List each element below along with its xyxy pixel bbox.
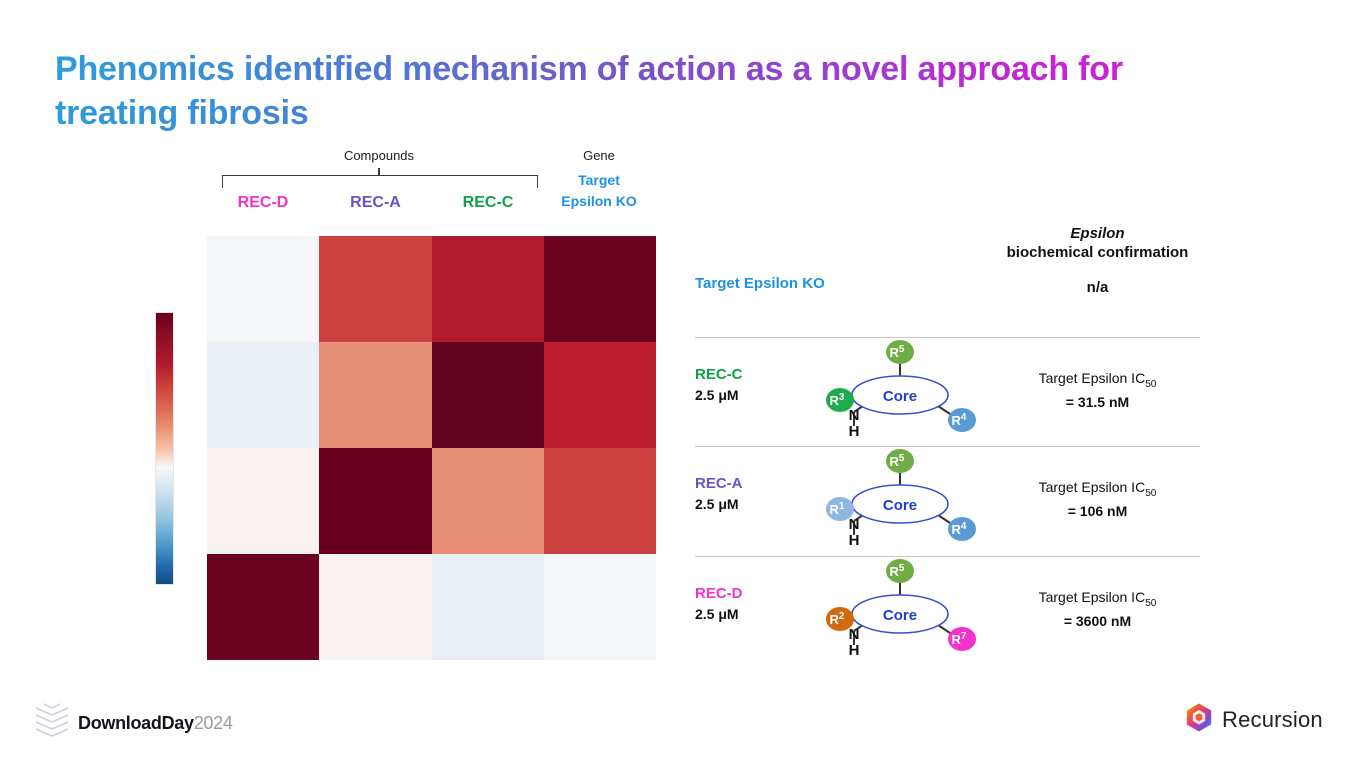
- panel-divider-3: [695, 556, 1200, 557]
- heatmap-cell: [207, 342, 320, 448]
- svg-text:N: N: [849, 626, 860, 643]
- ic50-subscript: 50: [1145, 487, 1157, 499]
- ic50-value: = 106 nM: [1067, 503, 1128, 520]
- panel-divider-2: [695, 446, 1200, 447]
- heatmap-cell: [319, 554, 432, 660]
- biochem-header-subtitle: biochemical confirmation: [1006, 244, 1189, 261]
- heatmap-cell: [431, 448, 544, 554]
- heatmap-cell: [319, 342, 432, 448]
- row-label-target-epsilon-ko: Target Epsilon KO: [695, 275, 825, 292]
- heatmap-cell: [319, 448, 432, 554]
- biochem-ko-value: n/a: [1086, 279, 1109, 296]
- heatmap-cell: [319, 236, 432, 342]
- gene-target-line2: Epsilon KO: [561, 193, 637, 209]
- downloadday-name: DownloadDay: [78, 713, 194, 733]
- heatmap-cell: [543, 236, 656, 342]
- column-header-rec-d: REC-D: [237, 194, 289, 211]
- svg-text:H: H: [849, 642, 860, 659]
- ic50-rec-a: Target Epsilon IC50 = 106 nM: [990, 477, 1205, 522]
- recursion-logo: Recursion: [1186, 703, 1323, 737]
- compounds-bracket-tick: [378, 168, 380, 176]
- ic50-label: Target Epsilon IC50: [1038, 479, 1157, 499]
- heatmap-cell: [431, 236, 544, 342]
- biochem-panel-header: Epsilon biochemical confirmation n/a: [990, 225, 1205, 296]
- stacked-chevron-icon: [32, 700, 72, 747]
- ic50-label: Target Epsilon IC50: [1038, 589, 1157, 609]
- heatmap-cell: [207, 448, 320, 554]
- compound-dose-rec-d: 2.5 μM: [695, 606, 739, 622]
- core-label: Core: [883, 497, 917, 514]
- gene-target-line1: Target: [578, 172, 620, 188]
- svg-text:H: H: [849, 423, 860, 440]
- heatmap-cell: [543, 554, 656, 660]
- gene-group-label: Gene: [583, 148, 615, 163]
- panel-divider-1: [695, 337, 1200, 338]
- ic50-rec-d: Target Epsilon IC50 = 3600 nM: [990, 587, 1205, 632]
- compounds-bracket: [222, 175, 538, 188]
- ic50-label: Target Epsilon IC50: [1038, 370, 1157, 390]
- heatmap-container: [207, 236, 656, 660]
- compound-dose-rec-a: 2.5 μM: [695, 496, 739, 512]
- biochem-header-gene: Epsilon: [1070, 225, 1125, 242]
- heatmap-colorbar: [155, 312, 174, 585]
- downloadday-year: 2024: [193, 713, 233, 733]
- heatmap-cell: [207, 236, 320, 342]
- heatmap-cell: [207, 554, 320, 660]
- compound-name-rec-c: REC-C: [695, 366, 743, 383]
- compound-name-rec-d: REC-D: [695, 585, 743, 602]
- compound-name-rec-a: REC-A: [695, 475, 743, 492]
- recursion-wordmark: Recursion: [1222, 707, 1323, 732]
- ic50-rec-c: Target Epsilon IC50 = 31.5 nM: [990, 368, 1205, 413]
- svg-text:N: N: [849, 407, 860, 424]
- heatmap-cell: [431, 554, 544, 660]
- heatmap-cell: [543, 342, 656, 448]
- svg-text:H: H: [849, 532, 860, 549]
- ic50-value: = 3600 nM: [1063, 613, 1132, 630]
- recursion-hexagon-icon: [1186, 703, 1212, 737]
- ic50-subscript: 50: [1145, 597, 1157, 609]
- page-title: Phenomics identified mechanism of action…: [55, 48, 1235, 135]
- downloadday-logo: DownloadDay2024: [32, 700, 233, 747]
- ic50-value: = 31.5 nM: [1065, 394, 1130, 411]
- biochem-panel: Epsilon biochemical confirmation n/a Tar…: [695, 225, 1205, 665]
- gene-target-label: Target Epsilon KO: [540, 170, 658, 212]
- column-header-rec-c: REC-C: [462, 194, 514, 211]
- heatmap-matrix: [207, 236, 656, 660]
- heatmap-cell: [543, 448, 656, 554]
- heatmap-cell: [431, 342, 544, 448]
- downloadday-wordmark: DownloadDay2024: [78, 713, 233, 734]
- core-label: Core: [883, 607, 917, 624]
- column-header-rec-a: REC-A: [350, 194, 401, 211]
- core-label: Core: [883, 388, 917, 405]
- compound-dose-rec-c: 2.5 μM: [695, 387, 739, 403]
- ic50-subscript: 50: [1145, 378, 1157, 390]
- svg-text:N: N: [849, 516, 860, 533]
- compounds-group-label: Compounds: [343, 148, 415, 163]
